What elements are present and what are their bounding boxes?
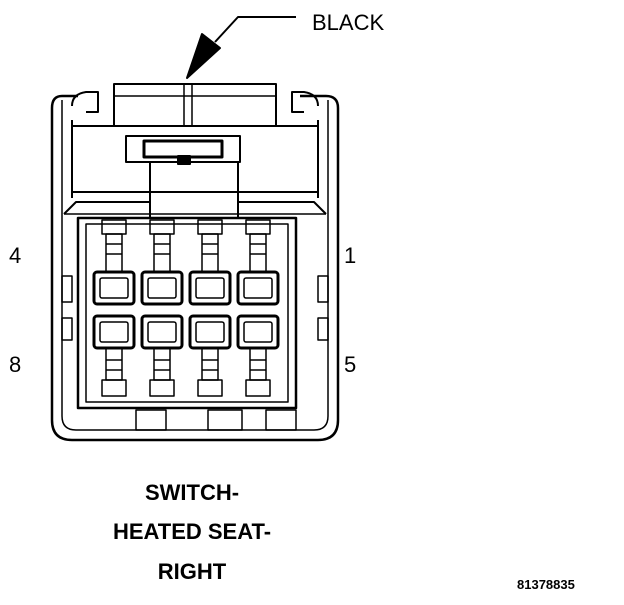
terminal-column — [140, 219, 184, 397]
wire-color-callout: BLACK — [312, 10, 385, 35]
callout-leader — [186, 16, 296, 79]
terminal-array — [92, 219, 280, 397]
pin-label-bottom-left: 8 — [9, 352, 22, 377]
pin-label-top-left: 4 — [9, 243, 22, 268]
connector-latch — [71, 83, 319, 219]
title-line-1: SWITCH- — [144, 480, 240, 505]
terminal-cavity-upper — [140, 270, 184, 306]
callout-arrowhead — [186, 33, 221, 79]
terminal-column — [188, 219, 232, 397]
figure-number: 81378835 — [517, 577, 575, 592]
terminal-cavity-upper — [188, 270, 232, 306]
bottom-keys — [135, 409, 297, 431]
terminal-column — [92, 219, 136, 397]
terminal-cavity — [76, 216, 298, 410]
terminal-cavity-upper — [236, 270, 280, 306]
housing-shoulders — [63, 201, 327, 215]
side-tabs — [61, 275, 329, 341]
terminal-column — [236, 219, 280, 397]
pin-label-bottom-right: 5 — [344, 352, 357, 377]
title-line-3: RIGHT — [157, 559, 227, 584]
terminal-cavity-upper — [92, 270, 136, 306]
title-line-2: HEATED SEAT- — [112, 519, 272, 544]
pin-label-top-right: 1 — [344, 243, 357, 268]
